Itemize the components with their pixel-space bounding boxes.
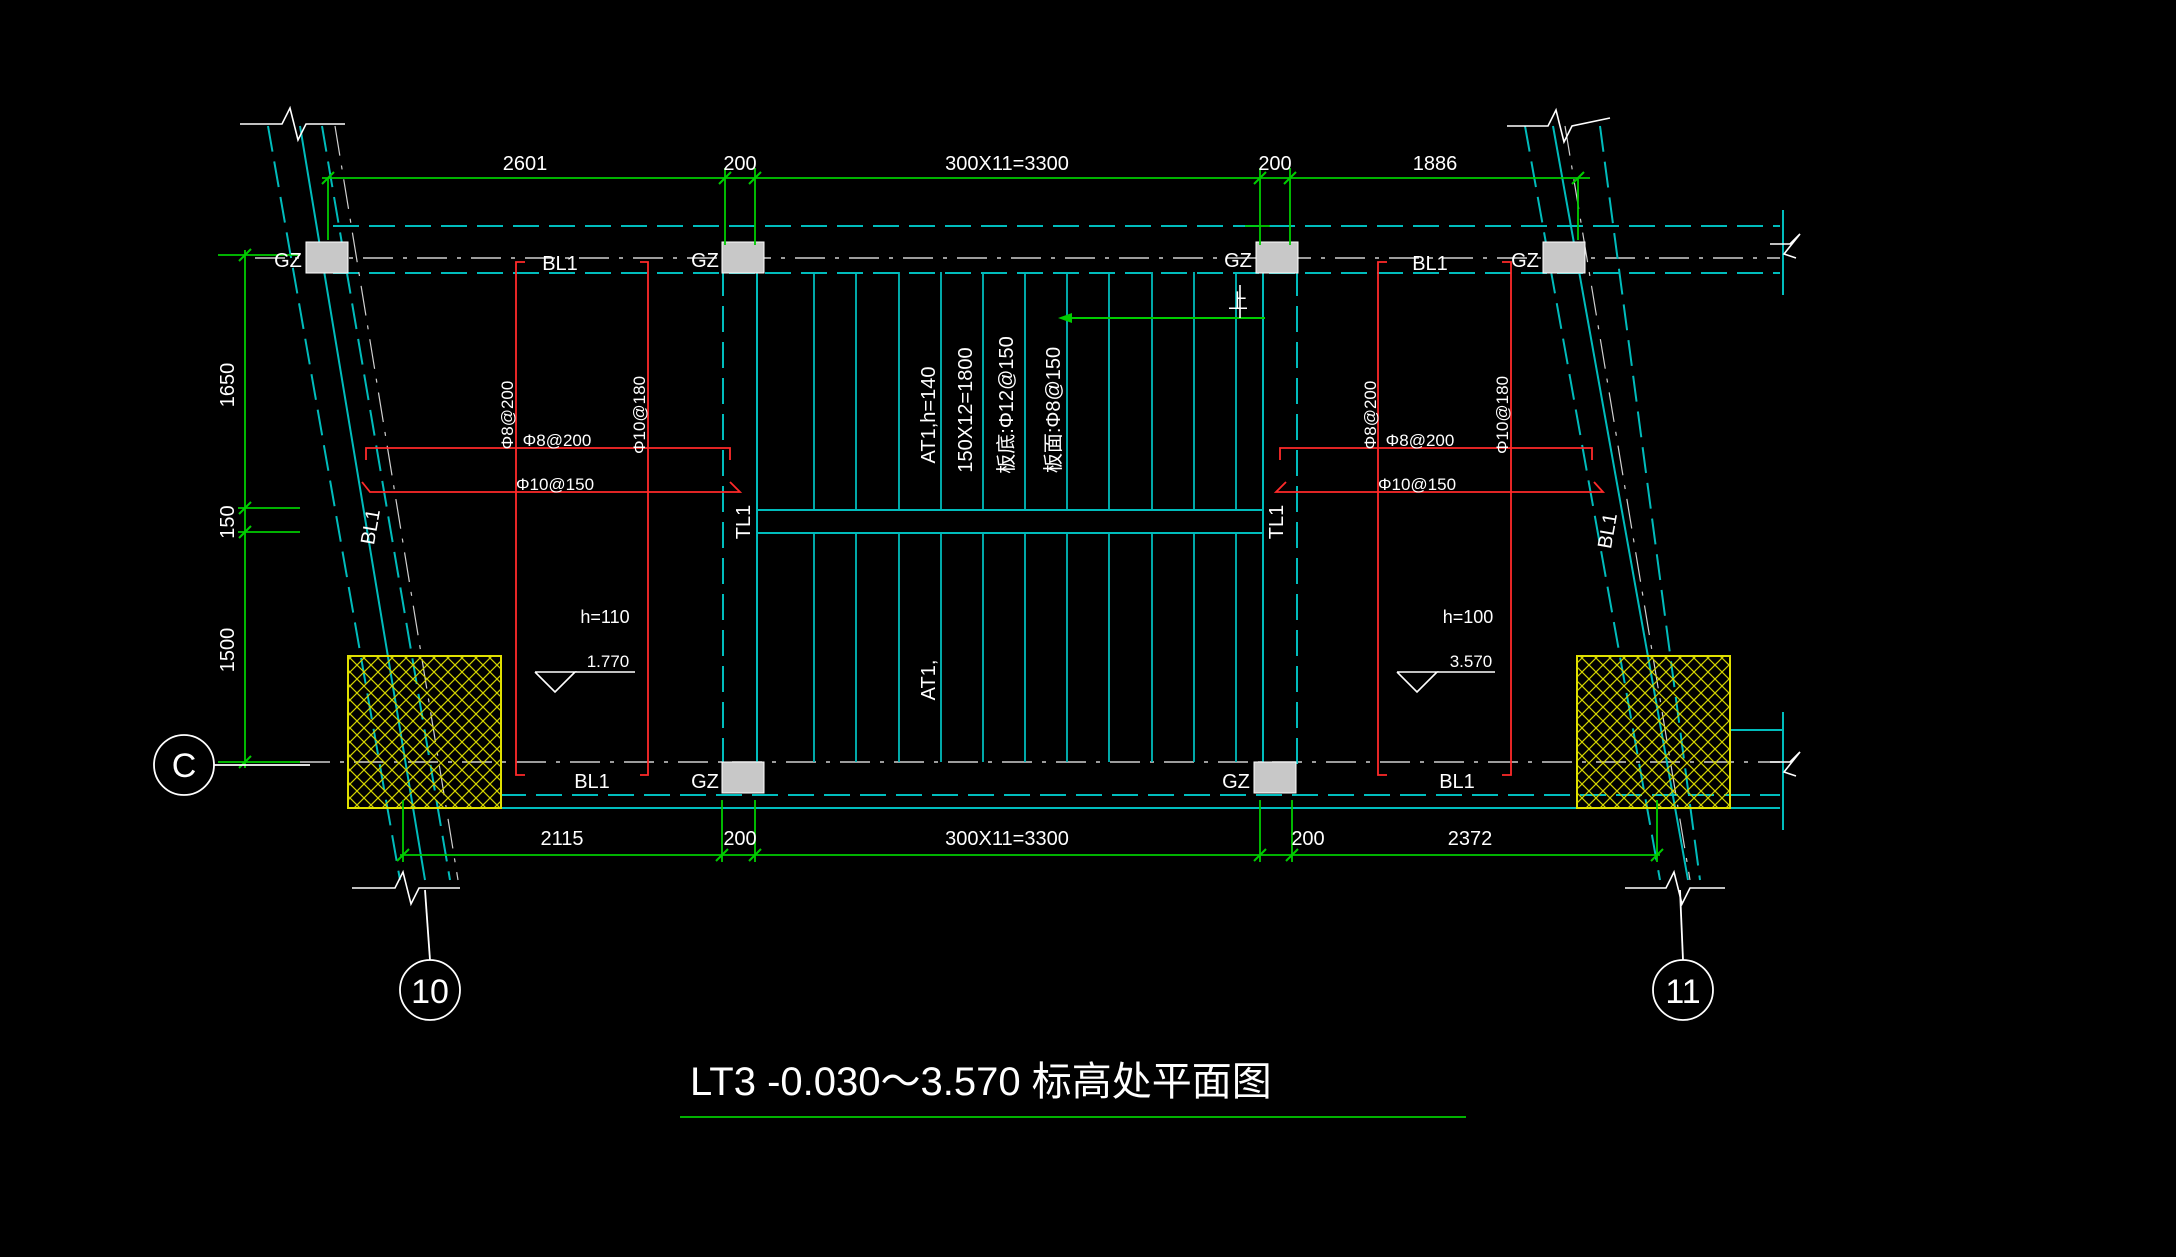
right-slab-bar-v2: Φ10@180 bbox=[1493, 376, 1512, 454]
left-slab-thickness: h=110 bbox=[580, 607, 629, 627]
beam-bl1-bottom-left: BL1 bbox=[574, 771, 610, 793]
dim-bottom-3: 300X11=3300 bbox=[945, 828, 1069, 850]
dim-top-4: 200 bbox=[1258, 153, 1291, 175]
gz-label-top-4: GZ bbox=[1511, 250, 1539, 272]
stair-steps-label: 150X12=1800 bbox=[955, 347, 977, 472]
grid-bubble-col-10-label: 10 bbox=[411, 973, 449, 1011]
grid-bubbles bbox=[153, 734, 1714, 1021]
stair-upper-label: AT1,h=140 bbox=[918, 367, 940, 464]
rebar-lines bbox=[361, 261, 1606, 776]
dim-top-1: 2601 bbox=[503, 153, 548, 175]
left-slab-elevation: 1.770 bbox=[587, 652, 630, 671]
gz-columns bbox=[305, 241, 1586, 794]
dim-top-3: 300X11=3300 bbox=[945, 153, 1069, 175]
gz-column-top-3 bbox=[1255, 241, 1299, 274]
dim-left-3: 1500 bbox=[217, 628, 239, 673]
beam-bl1-bottom-right: BL1 bbox=[1439, 771, 1475, 793]
dim-bottom-1: 2115 bbox=[540, 828, 583, 850]
dim-top-2: 200 bbox=[723, 153, 756, 175]
left-slab-bar-h2: Φ10@150 bbox=[516, 475, 594, 494]
stair-treads-lower bbox=[813, 533, 1237, 762]
left-slab-bar-v2: Φ10@180 bbox=[630, 376, 649, 454]
gz-label-top-3: GZ bbox=[1224, 250, 1252, 272]
right-slab-elevation: 3.570 bbox=[1450, 652, 1493, 671]
stair-lower-label: AT1, bbox=[918, 660, 940, 701]
beam-tl1-right: TL1 bbox=[1266, 505, 1288, 539]
gz-label-bottom-1: GZ bbox=[691, 771, 719, 793]
beam-tl1-left: TL1 bbox=[733, 505, 755, 539]
up-arrow bbox=[1058, 285, 1265, 323]
elevation-markers bbox=[534, 671, 1495, 694]
left-slab-bar-h1: Φ8@200 bbox=[523, 431, 592, 450]
drawing-title: LT3 -0.030～3.570 标高处平面图 bbox=[690, 1060, 1272, 1104]
stair-bottom-bar: 板底:Φ12@150 bbox=[995, 336, 1018, 473]
left-slab-bar-v1: Φ8@200 bbox=[498, 381, 517, 450]
gz-column-bottom-2 bbox=[1253, 761, 1297, 794]
gz-label-top-1: GZ bbox=[274, 250, 302, 272]
gz-label-bottom-2: GZ bbox=[1222, 771, 1250, 793]
dimension-lines bbox=[218, 168, 1660, 1118]
right-slab-thickness: h=100 bbox=[1443, 607, 1494, 627]
beam-bl1-top-left: BL1 bbox=[542, 253, 578, 275]
right-slab-bar-v1: Φ8@200 bbox=[1361, 381, 1380, 450]
gz-column-bottom-1 bbox=[721, 761, 765, 794]
dim-bottom-5: 2372 bbox=[1448, 828, 1493, 850]
gz-label-top-2: GZ bbox=[691, 250, 719, 272]
dim-bottom-4: 200 bbox=[1291, 828, 1324, 850]
dim-top-5: 1886 bbox=[1413, 153, 1458, 175]
grid-bubble-row-c-label: C bbox=[172, 747, 197, 785]
hatched-column-right bbox=[1576, 655, 1731, 809]
stair-top-bar: 板面:Φ8@150 bbox=[1042, 347, 1065, 473]
break-symbols bbox=[240, 105, 1801, 907]
grid-bubble-col-11-label: 11 bbox=[1665, 973, 1700, 1011]
stair-treads-upper bbox=[813, 272, 1237, 510]
gz-column-top-2 bbox=[721, 241, 765, 274]
gz-column-top-1 bbox=[305, 241, 349, 274]
dim-left-1: 1650 bbox=[217, 363, 239, 408]
right-slab-bar-h1: Φ8@200 bbox=[1386, 431, 1455, 450]
beam-bl1-top-right: BL1 bbox=[1412, 253, 1448, 275]
dim-left-2: 150 bbox=[217, 505, 239, 538]
labels: 2601 200 300X11=3300 200 1886 2115 200 3… bbox=[172, 153, 1701, 1104]
hatched-column-left bbox=[347, 655, 502, 809]
dimension-ticks bbox=[238, 171, 1664, 862]
dim-bottom-2: 200 bbox=[723, 828, 756, 850]
right-slab-bar-h2: Φ10@150 bbox=[1378, 475, 1456, 494]
stair-up-label: 上 bbox=[1228, 290, 1248, 313]
gz-column-top-4 bbox=[1542, 241, 1586, 274]
